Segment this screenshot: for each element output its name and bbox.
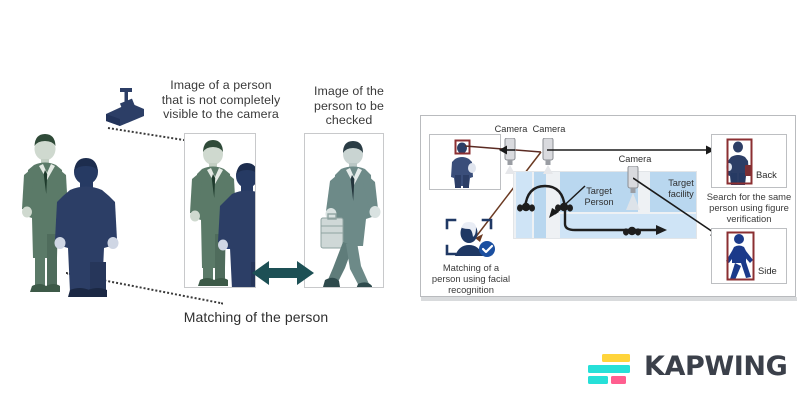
camera-label-2: Camera <box>532 124 566 134</box>
photo-frame-partial <box>184 133 256 288</box>
security-camera-icon <box>96 86 152 134</box>
camera-icon-2 <box>541 137 555 174</box>
arrow-camera1-to-left-box <box>499 145 515 155</box>
person-marker-end <box>623 224 641 238</box>
person-marker-start <box>517 200 535 214</box>
camera-label-1: Camera <box>494 124 528 134</box>
camera-label-3: Camera <box>618 154 652 164</box>
caption-incomplete-image: Image of a person that is not completely… <box>161 78 281 122</box>
map-block-target-person-zone <box>560 172 638 212</box>
logo-bar-cyan-small <box>588 376 608 384</box>
face-recognition-icon <box>443 216 499 262</box>
captured-frame-box <box>429 134 501 190</box>
caption-facial-recognition: Matching of a person using facial recogn… <box>431 262 511 295</box>
right-panel-diagram: Camera Camera Camera <box>420 115 796 297</box>
caption-person-to-check: Image of the person to be checked <box>313 84 385 128</box>
person-marker-mid <box>555 200 573 214</box>
matching-double-arrow <box>252 258 314 288</box>
scene-two-people <box>16 126 136 298</box>
caption-figure-verification: Search for the same person using figure … <box>706 191 792 224</box>
kapwing-logo-mark <box>588 354 634 384</box>
camera-icon-3 <box>625 165 641 210</box>
kapwing-wordmark: KAPWING <box>644 351 788 382</box>
logo-bar-pink <box>611 376 626 384</box>
label-side: Side <box>758 265 777 276</box>
arrow-camera2-to-back-box <box>547 145 715 155</box>
label-back: Back <box>756 169 777 180</box>
facility-map <box>513 171 697 239</box>
logo-bar-yellow <box>602 354 630 362</box>
label-target-facility: Target facility <box>668 178 694 199</box>
label-target-person: Target Person <box>584 186 614 207</box>
photo-frame-full <box>304 133 384 288</box>
kapwing-watermark: KAPWING <box>588 348 794 390</box>
back-view-box: Back <box>711 134 787 188</box>
person-tracking-path <box>523 184 667 235</box>
logo-bar-cyan-wide <box>588 365 630 373</box>
caption-matching-of-the-person: Matching of the person <box>183 309 329 325</box>
right-panel-shadow <box>421 297 797 301</box>
side-view-box: Side <box>711 228 787 284</box>
left-panel: Image of a person that is not completely… <box>0 0 420 345</box>
